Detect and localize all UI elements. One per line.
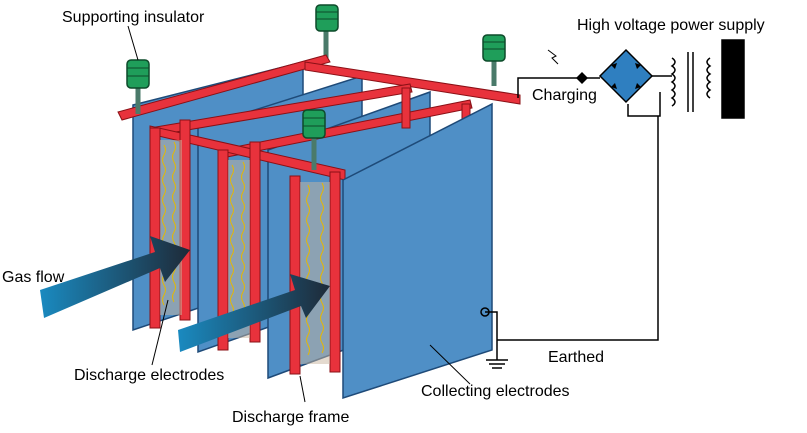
label-supporting-insulator: Supporting insulator [62,9,205,26]
circuit-wiring [480,77,661,360]
collecting-plate-front [342,102,493,400]
discharge-frame-3 [289,171,341,375]
label-discharge-frame: Discharge frame [232,409,349,426]
label-gas-flow: Gas flow [2,269,65,286]
spark-icon [547,49,559,65]
top-rails [117,54,521,181]
discharge-frame-1 [149,119,191,329]
flow-arrow-icon [40,236,190,318]
leader-lines [127,25,471,403]
rectifier-bridge-icon [598,48,654,104]
insulator-icon [482,34,506,86]
discharge-frame-2 [217,141,261,351]
insulator-icon [302,109,326,170]
label-earthed: Earthed [548,349,604,366]
insulator-icon [315,4,339,60]
label-high-voltage-power-supply: High voltage power supply [577,17,765,34]
charging-node [576,72,588,84]
earth-ground-icon [486,359,508,369]
flow-arrow-icon [178,274,330,352]
label-charging: Charging [532,87,597,104]
label-discharge-electrodes: Discharge electrodes [74,367,224,384]
label-collecting-electrodes: Collecting electrodes [421,383,570,400]
transformer-icon [652,39,745,119]
